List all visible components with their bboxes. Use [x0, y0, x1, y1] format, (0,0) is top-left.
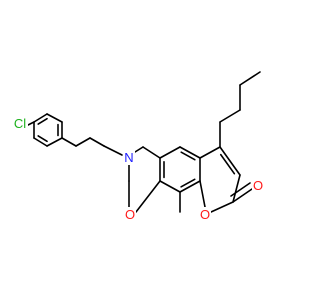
phenyl-double-bond [37, 117, 48, 125]
chlorine-label: Cl [14, 116, 26, 131]
chemical-structure-diagram: Cl N O O O [10, 71, 264, 222]
c-cl-bond [27, 121, 35, 126]
pyranone-oxygen-atom: O [199, 207, 211, 222]
pyranone-bond [232, 174, 241, 203]
core-ring-bond [179, 146, 201, 159]
core-ring-bond [179, 180, 201, 193]
ethyl-n-bond [103, 145, 123, 156]
oxazine-bond [135, 180, 161, 213]
phenyl-bond [46, 113, 63, 123]
pyranone-oxygen-label: O [200, 207, 210, 222]
molecule-canvas: Cl N O O O [10, 71, 264, 222]
pyranone-bond [219, 146, 241, 176]
core-ring-double-bond [180, 151, 196, 161]
core-ring-bond [159, 180, 181, 193]
oxazine-bond [142, 146, 161, 159]
nitrogen-label: N [124, 150, 133, 165]
pyranone-bond [199, 146, 221, 159]
pyranone-double-bond [219, 153, 236, 175]
oxazine-oxygen-atom: O [124, 207, 136, 222]
oxazine-oxygen-label: O [125, 207, 135, 222]
butyl-bond [219, 109, 241, 123]
carbonyl-bond [232, 188, 253, 203]
carbonyl-oxygen-atom: O [252, 178, 264, 193]
bonds-group [27, 71, 261, 213]
phenyl-double-bond [37, 135, 48, 143]
pyranone-bond [210, 201, 234, 213]
core-ring-bond [159, 146, 181, 159]
oxazine-bond [134, 146, 144, 153]
butyl-bond [239, 71, 261, 86]
core-ring-double-bond [180, 178, 196, 188]
nitrogen-atom: N [123, 150, 135, 165]
carbonyl-oxygen-label: O [253, 178, 263, 193]
phenyl-bond [33, 137, 48, 147]
phenyl-bond [46, 137, 63, 147]
carbonyl-double-bond [230, 182, 251, 197]
atom-labels-group: Cl N O O O [10, 116, 264, 222]
phenyl-bond [33, 113, 48, 123]
chlorine-atom: Cl [10, 116, 28, 131]
ethyl-bond [75, 137, 91, 147]
pyranone-bond [199, 180, 206, 208]
ethyl-bond [61, 137, 77, 147]
ethyl-bond [89, 137, 105, 147]
